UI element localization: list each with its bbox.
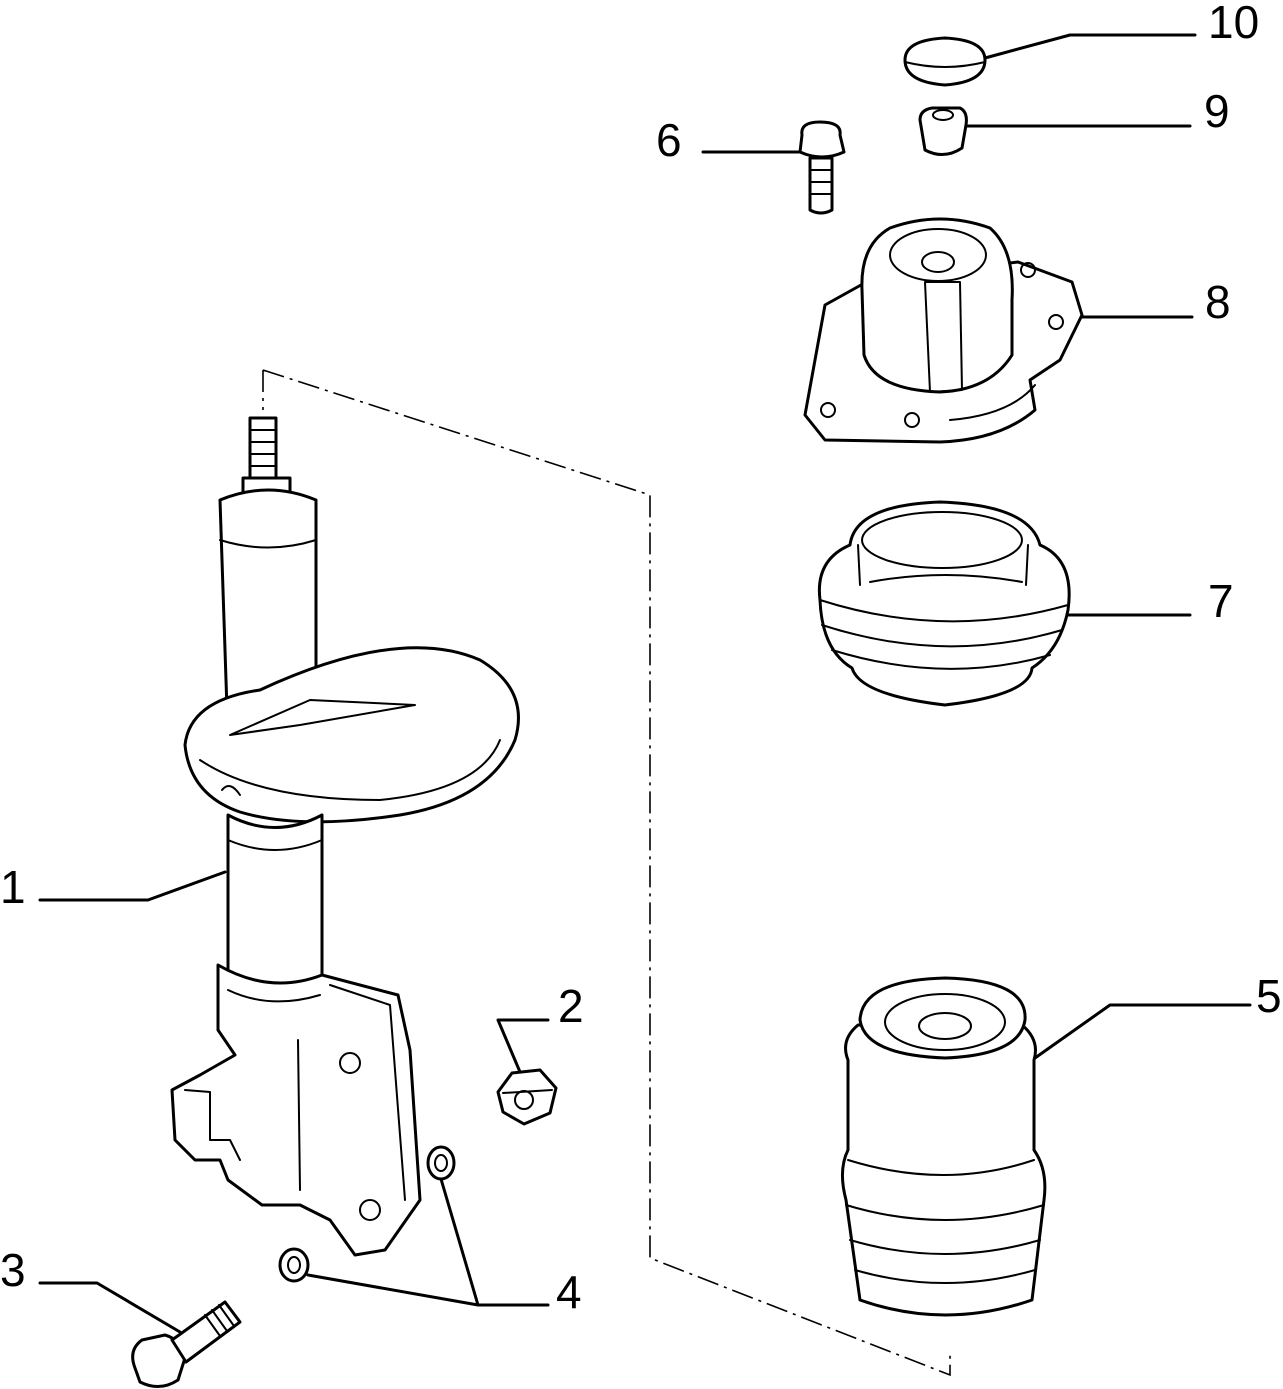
callout-9: 9 xyxy=(1204,85,1230,137)
leader-line-10 xyxy=(983,33,1197,60)
leader-line-3 xyxy=(38,1281,182,1334)
leader-line-1 xyxy=(38,870,227,902)
part-6-screw xyxy=(798,120,846,215)
part-5-bump-stop xyxy=(841,976,1047,1317)
leader-line-2 xyxy=(496,1018,550,1074)
callout-5: 5 xyxy=(1256,970,1282,1022)
part-1-shock-absorber-strut xyxy=(170,416,520,1257)
part-8-top-mount xyxy=(803,217,1084,444)
callout-6: 6 xyxy=(656,114,682,166)
part-2-nut xyxy=(496,1068,558,1126)
callout-2: 2 xyxy=(558,980,584,1032)
leader-line-4 xyxy=(306,1177,550,1307)
assembly-axis-line xyxy=(262,369,951,1377)
callout-7: 7 xyxy=(1208,575,1234,627)
part-10-cap xyxy=(903,36,987,87)
callout-8: 8 xyxy=(1205,276,1231,328)
callout-4: 4 xyxy=(556,1266,582,1318)
leader-line-5 xyxy=(1033,1003,1252,1060)
callout-1: 1 xyxy=(0,861,26,913)
part-7-spring-insulator xyxy=(817,500,1071,707)
callout-3: 3 xyxy=(0,1244,26,1296)
part-9-nut xyxy=(918,106,968,156)
part-3-bolt xyxy=(131,1300,242,1388)
part-4-washers xyxy=(278,1145,456,1283)
callout-10: 10 xyxy=(1208,0,1259,48)
